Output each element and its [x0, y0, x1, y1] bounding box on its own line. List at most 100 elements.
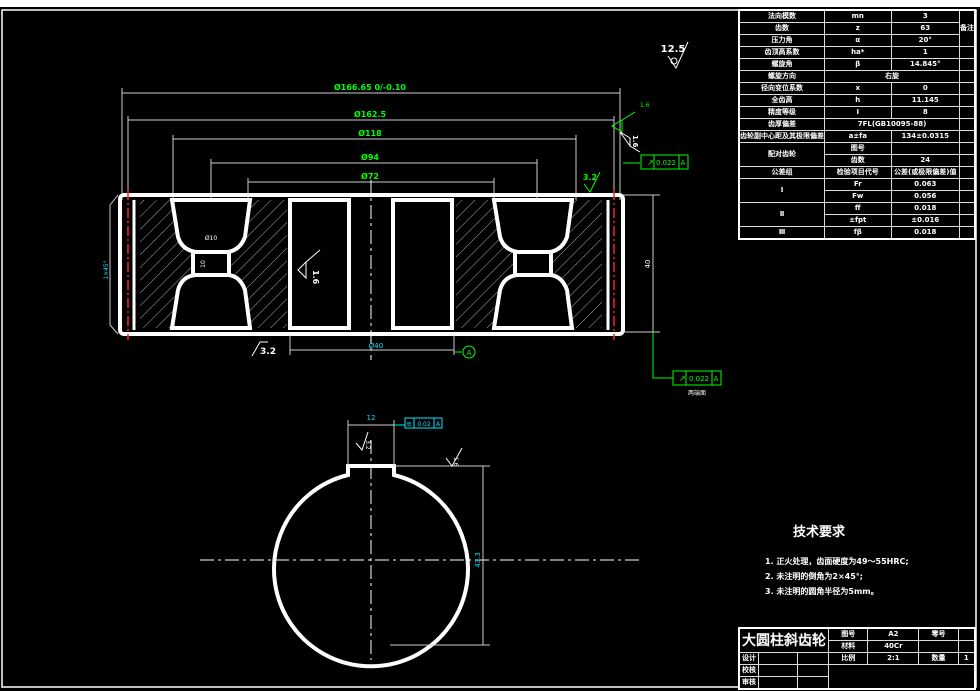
dim-hole-height: 10	[200, 260, 207, 268]
tech-requirements-title: 技术要求	[793, 525, 846, 540]
roughness-general-value: 12.5	[661, 44, 686, 55]
tolerance-group-label: 公差组	[738, 166, 825, 179]
mating-value	[890, 142, 961, 155]
roughness-flank: 1.6	[640, 102, 650, 109]
table-row: ±fpt±0.016	[739, 214, 976, 227]
scale: 2:1	[867, 652, 920, 665]
tolerance-group: Ⅱ	[738, 202, 825, 227]
material: 40Cr	[867, 640, 920, 653]
param-value: 右旋	[824, 70, 960, 83]
tolerance-value: 0.063	[890, 178, 961, 191]
param-symbol: x	[824, 82, 892, 95]
runout2-datum: A	[714, 375, 719, 383]
remark-cell	[959, 226, 976, 240]
blank-cell	[828, 664, 976, 690]
datum-label: A	[467, 349, 472, 357]
param-value: 8	[890, 106, 961, 119]
tolerance-value: 0.018	[890, 202, 961, 215]
remark-cell	[959, 82, 976, 95]
remark-cell	[959, 202, 976, 215]
tolerance-head-item: 检验项目代号	[824, 166, 892, 179]
tolerance-group: Ⅰ	[738, 178, 825, 203]
tolerance-value: 0.056	[890, 190, 961, 203]
hub-end-view	[200, 420, 640, 669]
tech-requirement-3: 3. 未注明的圆角半径为5mm。	[765, 587, 879, 596]
param-label: 法向模数	[738, 9, 825, 23]
mating-value: 24	[890, 154, 961, 167]
blank-cell	[797, 676, 829, 690]
param-value: 11.145	[890, 94, 961, 107]
remark-cell	[959, 118, 976, 131]
param-value: 0	[890, 82, 961, 95]
param-symbol: I	[824, 106, 892, 119]
gear-section-view	[109, 180, 625, 360]
part-no-label: 零号	[918, 627, 959, 641]
param-label: 螺旋角	[738, 58, 825, 71]
sym-value: 0.02	[417, 421, 431, 428]
tolerance-item: ±fpt	[824, 214, 892, 227]
tech-requirement-2: 2. 未注明的倒角为2×45°;	[765, 572, 863, 581]
material-label: 材料	[827, 640, 869, 653]
scale-label: 比例	[827, 652, 869, 665]
dim-key-width: 12	[367, 414, 376, 422]
param-symbol: a±fa	[824, 130, 892, 143]
blank-cell	[758, 652, 798, 665]
roughness-bottom: 3.2	[260, 347, 276, 357]
remark-cell	[959, 70, 976, 83]
tolerance-item: fβ	[824, 226, 892, 240]
roughness-keyside: 1.6	[452, 457, 459, 467]
remark-cell	[959, 214, 976, 227]
param-symbol: α	[824, 34, 892, 47]
mating-key: 图号	[824, 142, 892, 155]
svg-text:↗: ↗	[679, 374, 686, 383]
param-symbol: h	[824, 94, 892, 107]
runout2-value: 0.022	[689, 375, 709, 383]
blank-cell	[758, 664, 798, 677]
drawing-no-label: 图号	[827, 627, 869, 641]
tech-requirement-1: 1. 正火处理，齿面硬度为49～55HRC;	[765, 557, 909, 566]
param-label: 齿厚偏差	[738, 118, 825, 131]
param-value: 7FL(GB10095-88)	[824, 118, 960, 131]
tolerance-value: ±0.016	[890, 214, 961, 227]
param-value: 20°	[890, 34, 961, 47]
dim-key-depth: 43.3	[474, 552, 482, 568]
dim-width: 40	[644, 260, 652, 269]
param-symbol: mn	[824, 9, 892, 23]
runout-icon: ↗	[647, 158, 654, 167]
param-symbol: β	[824, 58, 892, 71]
runout1-value: 0.022	[656, 159, 676, 167]
remark-label: 备注	[959, 9, 976, 47]
param-symbol: z	[824, 22, 892, 35]
qty: 1	[957, 652, 976, 665]
param-label: 精度等级	[738, 106, 825, 119]
check-label: 校核	[738, 664, 759, 677]
remark-cell	[959, 130, 976, 143]
dim-chamfer: 1×45°	[103, 260, 110, 279]
param-symbol: ha*	[824, 46, 892, 59]
blank-cell	[797, 664, 829, 677]
remark-cell	[959, 46, 976, 59]
dim-d2: Ø118	[358, 128, 382, 138]
tolerance-item: ff	[824, 202, 892, 215]
tolerance-item: Fr	[824, 178, 892, 191]
mating-key: 齿数	[824, 154, 892, 167]
drawing-no: A2	[867, 627, 920, 641]
remark-cell	[959, 94, 976, 107]
dim-d4: Ø72	[361, 171, 379, 181]
roughness-bore: 1.6	[311, 270, 320, 285]
tolerance-head-value: 公差(或极限偏差)值	[890, 166, 961, 179]
roughness-face: 1.6	[631, 135, 639, 148]
remark-cell	[959, 166, 976, 179]
param-label: 螺旋方向	[738, 70, 825, 83]
param-label: 齿轮副中心距及其极限偏差	[738, 130, 825, 143]
dim-d3: Ø94	[361, 152, 379, 162]
blank-cell	[758, 676, 798, 690]
runout-tolerance-1: ↗ 0.022 A	[623, 154, 689, 170]
